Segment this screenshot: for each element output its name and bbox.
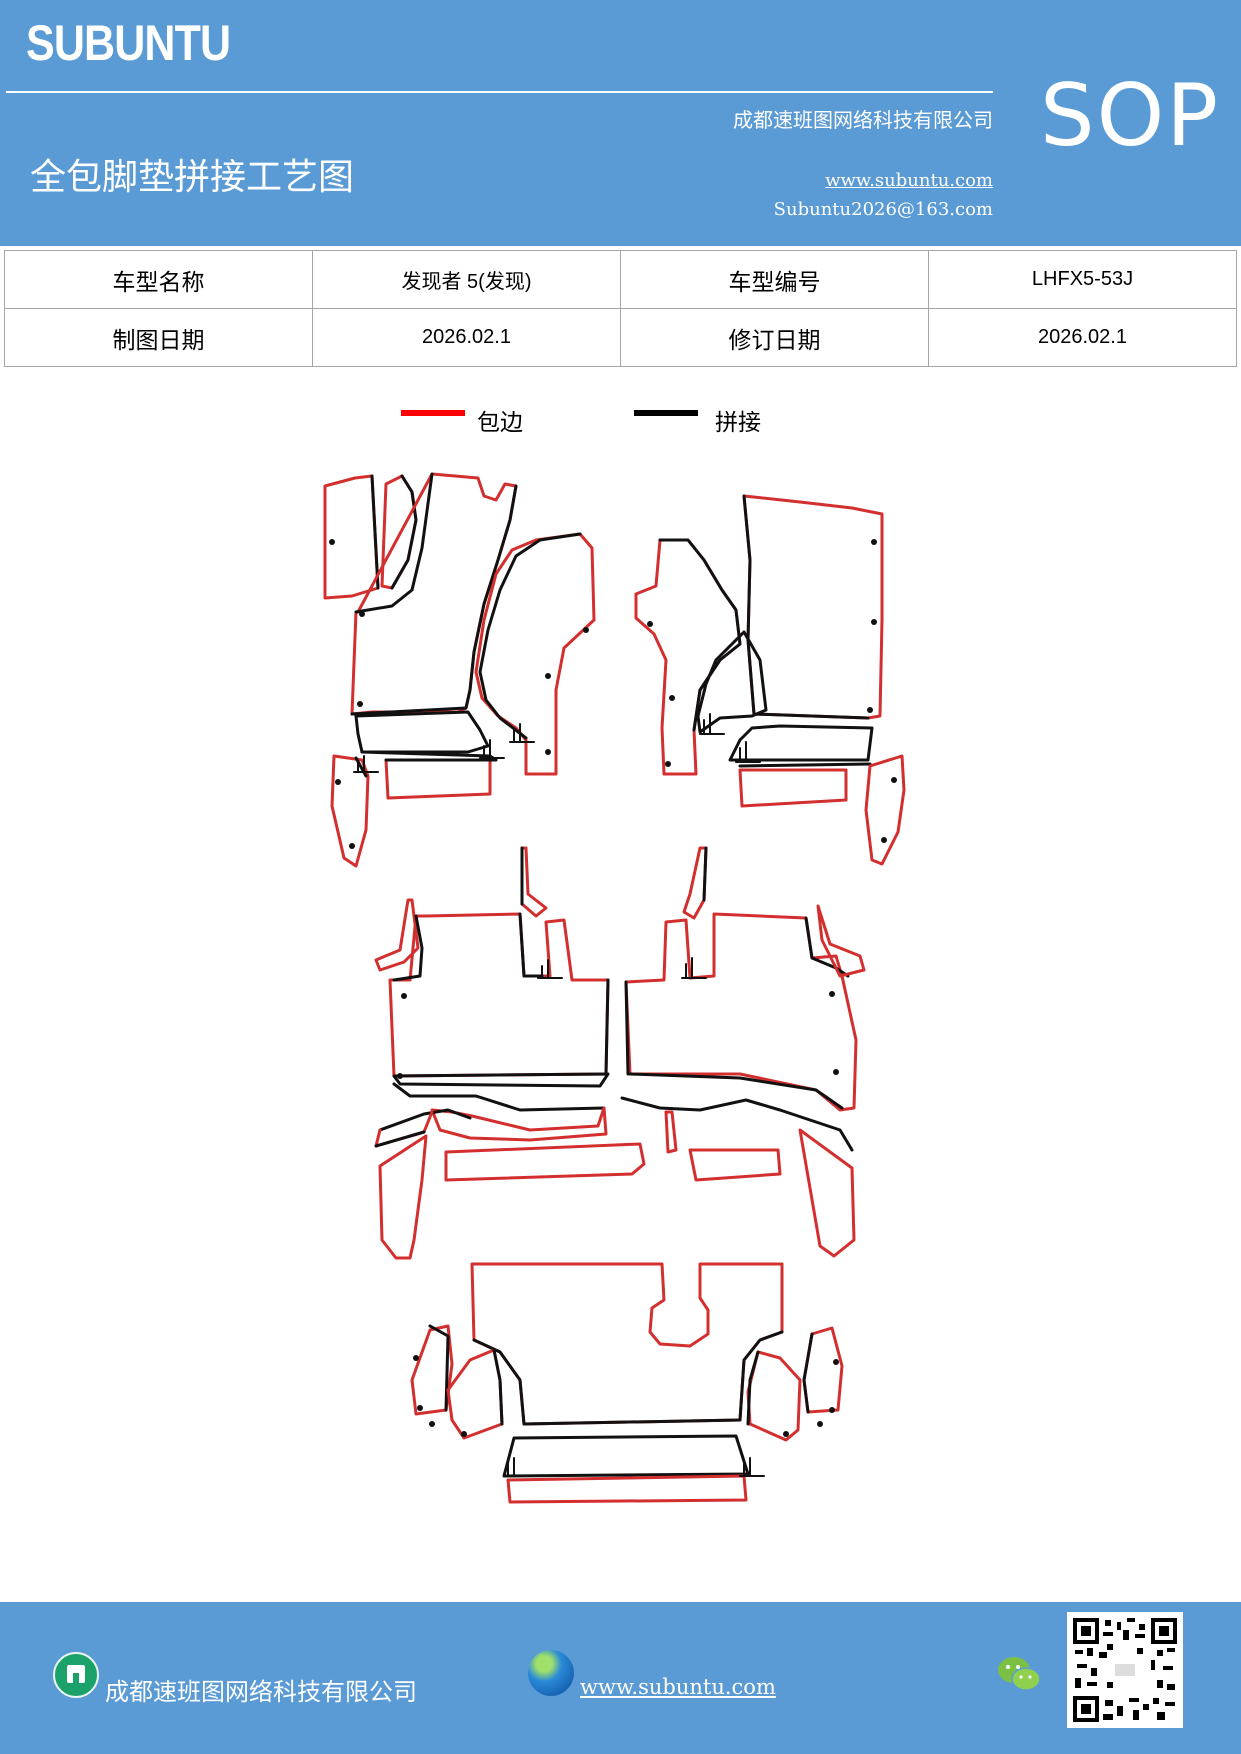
marker-dots xyxy=(329,539,897,1437)
legend: 包边 拼接 xyxy=(0,403,1241,443)
wechat-icon[interactable] xyxy=(996,1654,1042,1694)
middle-right-mat xyxy=(620,846,866,1258)
model-code-value: LHFX5-53J xyxy=(928,250,1237,309)
front-left-mat xyxy=(323,472,596,868)
model-name-label: 车型名称 xyxy=(4,250,313,309)
model-name-value: 发现者 5(发现) xyxy=(312,250,621,309)
footer-banner: 成都速班图网络科技有限公司 www.subuntu.com xyxy=(0,1602,1241,1754)
seam-label: 拼接 xyxy=(715,410,761,436)
revise-date-value: 2026.02.1 xyxy=(928,308,1237,367)
floor-mat-diagram xyxy=(323,472,906,1504)
seam-swatch xyxy=(634,410,698,416)
brand-logo: SUBUNTU xyxy=(26,15,231,71)
rear-mat xyxy=(410,1262,844,1504)
company-name: 成都速班图网络科技有限公司 xyxy=(733,108,993,132)
front-right-mat xyxy=(634,494,906,866)
globe-icon xyxy=(528,1650,574,1696)
footer-company-name: 成都速班图网络科技有限公司 xyxy=(105,1678,417,1706)
table-row: 车型名称 发现者 5(发现) 车型编号 LHFX5-53J xyxy=(4,250,1237,309)
header-divider xyxy=(6,91,993,93)
website-link[interactable]: www.subuntu.com xyxy=(825,170,993,191)
seam-markers xyxy=(353,713,765,1477)
draw-date-value: 2026.02.1 xyxy=(312,308,621,367)
sop-badge: SOP xyxy=(1040,66,1221,166)
edging-swatch xyxy=(401,410,465,416)
middle-left-mat xyxy=(374,846,646,1260)
vehicle-info-table: 车型名称 发现者 5(发现) 车型编号 LHFX5-53J 制图日期 2026.… xyxy=(4,250,1237,367)
page-title: 全包脚垫拼接工艺图 xyxy=(30,157,355,198)
table-row: 制图日期 2026.02.1 修订日期 2026.02.1 xyxy=(4,308,1237,367)
model-code-label: 车型编号 xyxy=(620,250,929,309)
email-address: Subuntu2026@163.com xyxy=(773,199,993,220)
header-banner: SUBUNTU SOP 成都速班图网络科技有限公司 全包脚垫拼接工艺图 www.… xyxy=(0,0,1241,246)
draw-date-label: 制图日期 xyxy=(4,308,313,367)
revise-date-label: 修订日期 xyxy=(620,308,929,367)
edging-label: 包边 xyxy=(477,410,523,436)
qr-code xyxy=(1067,1612,1183,1728)
qr-code-graphic xyxy=(1073,1618,1177,1722)
footer-website-link[interactable]: www.subuntu.com xyxy=(580,1675,776,1699)
building-icon xyxy=(53,1652,99,1698)
